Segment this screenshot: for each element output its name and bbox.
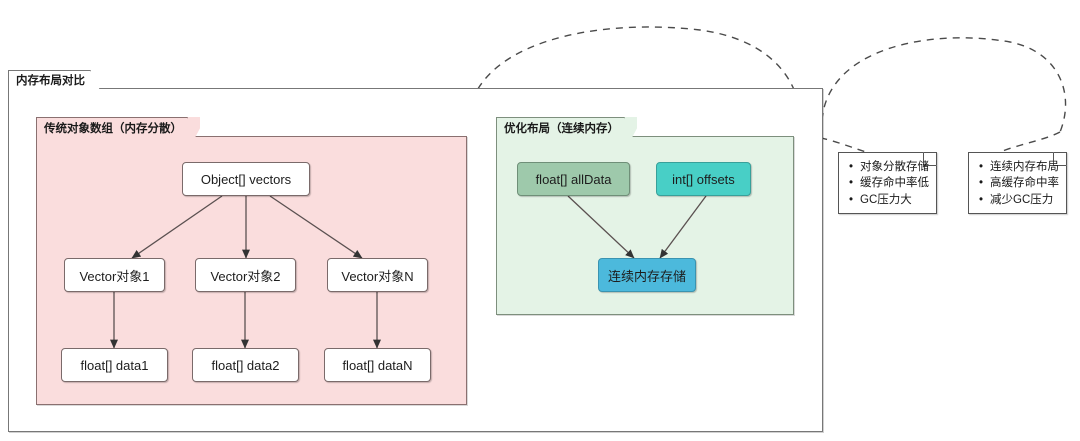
arc-right-helper (821, 37, 1067, 133)
note-list: 连续内存布局 高缓存命中率 减少GC压力 (978, 159, 1059, 209)
note-item: 高缓存命中率 (979, 175, 1059, 192)
arc-tail-to-note-2 (999, 131, 1061, 153)
tab-notch-icon (187, 117, 200, 137)
node-label: float[] allData (535, 171, 612, 187)
node-vector-object-2[interactable]: Vector对象2 (195, 258, 296, 292)
node-label: float[] data2 (211, 357, 280, 373)
note-item: GC压力大 (849, 192, 928, 209)
node-label: Object[] vectors (200, 171, 292, 187)
left-package-tab: 传统对象数组（内存分散） (36, 117, 189, 137)
node-float-datan[interactable]: float[] dataN (324, 348, 431, 382)
outer-package-title: 内存布局对比 (16, 75, 85, 87)
node-float-alldata[interactable]: float[] allData (517, 162, 630, 196)
left-package-title: 传统对象数组（内存分散） (44, 122, 182, 135)
node-label: 连续内存存储 (607, 268, 686, 284)
node-float-data1[interactable]: float[] data1 (61, 348, 168, 382)
note-item: 减少GC压力 (979, 192, 1058, 209)
note-item: 连续内存布局 (979, 159, 1059, 176)
right-package-title: 优化布局（连续内存） (504, 122, 619, 135)
node-label: Vector对象2 (210, 268, 281, 284)
outer-package-tab: 内存布局对比 (8, 70, 92, 89)
node-object-array-vectors[interactable]: Object[] vectors (182, 162, 310, 196)
node-label: Vector对象N (341, 268, 414, 284)
note-optimized-benefits: 连续内存布局 高缓存命中率 减少GC压力 (968, 152, 1067, 214)
note-item: 缓存命中率低 (849, 175, 929, 192)
node-vector-object-n[interactable]: Vector对象N (327, 258, 428, 292)
node-label: float[] dataN (342, 357, 413, 373)
note-item: 对象分散存储 (849, 159, 929, 176)
right-package-tab: 优化布局（连续内存） (496, 117, 626, 137)
node-vector-object-1[interactable]: Vector对象1 (64, 258, 165, 292)
tab-notch-icon (90, 70, 103, 90)
node-label: float[] data1 (80, 357, 149, 373)
tab-notch-icon (624, 117, 637, 137)
note-list: 对象分散存储 缓存命中率低 GC压力大 (848, 159, 929, 209)
note-traditional-drawbacks: 对象分散存储 缓存命中率低 GC压力大 (838, 152, 937, 214)
node-float-data2[interactable]: float[] data2 (192, 348, 299, 382)
node-contiguous-memory-storage[interactable]: 连续内存存储 (598, 258, 696, 292)
node-label: Vector对象1 (79, 268, 150, 284)
node-label: int[] offsets (672, 171, 735, 187)
node-int-offsets[interactable]: int[] offsets (656, 162, 751, 196)
